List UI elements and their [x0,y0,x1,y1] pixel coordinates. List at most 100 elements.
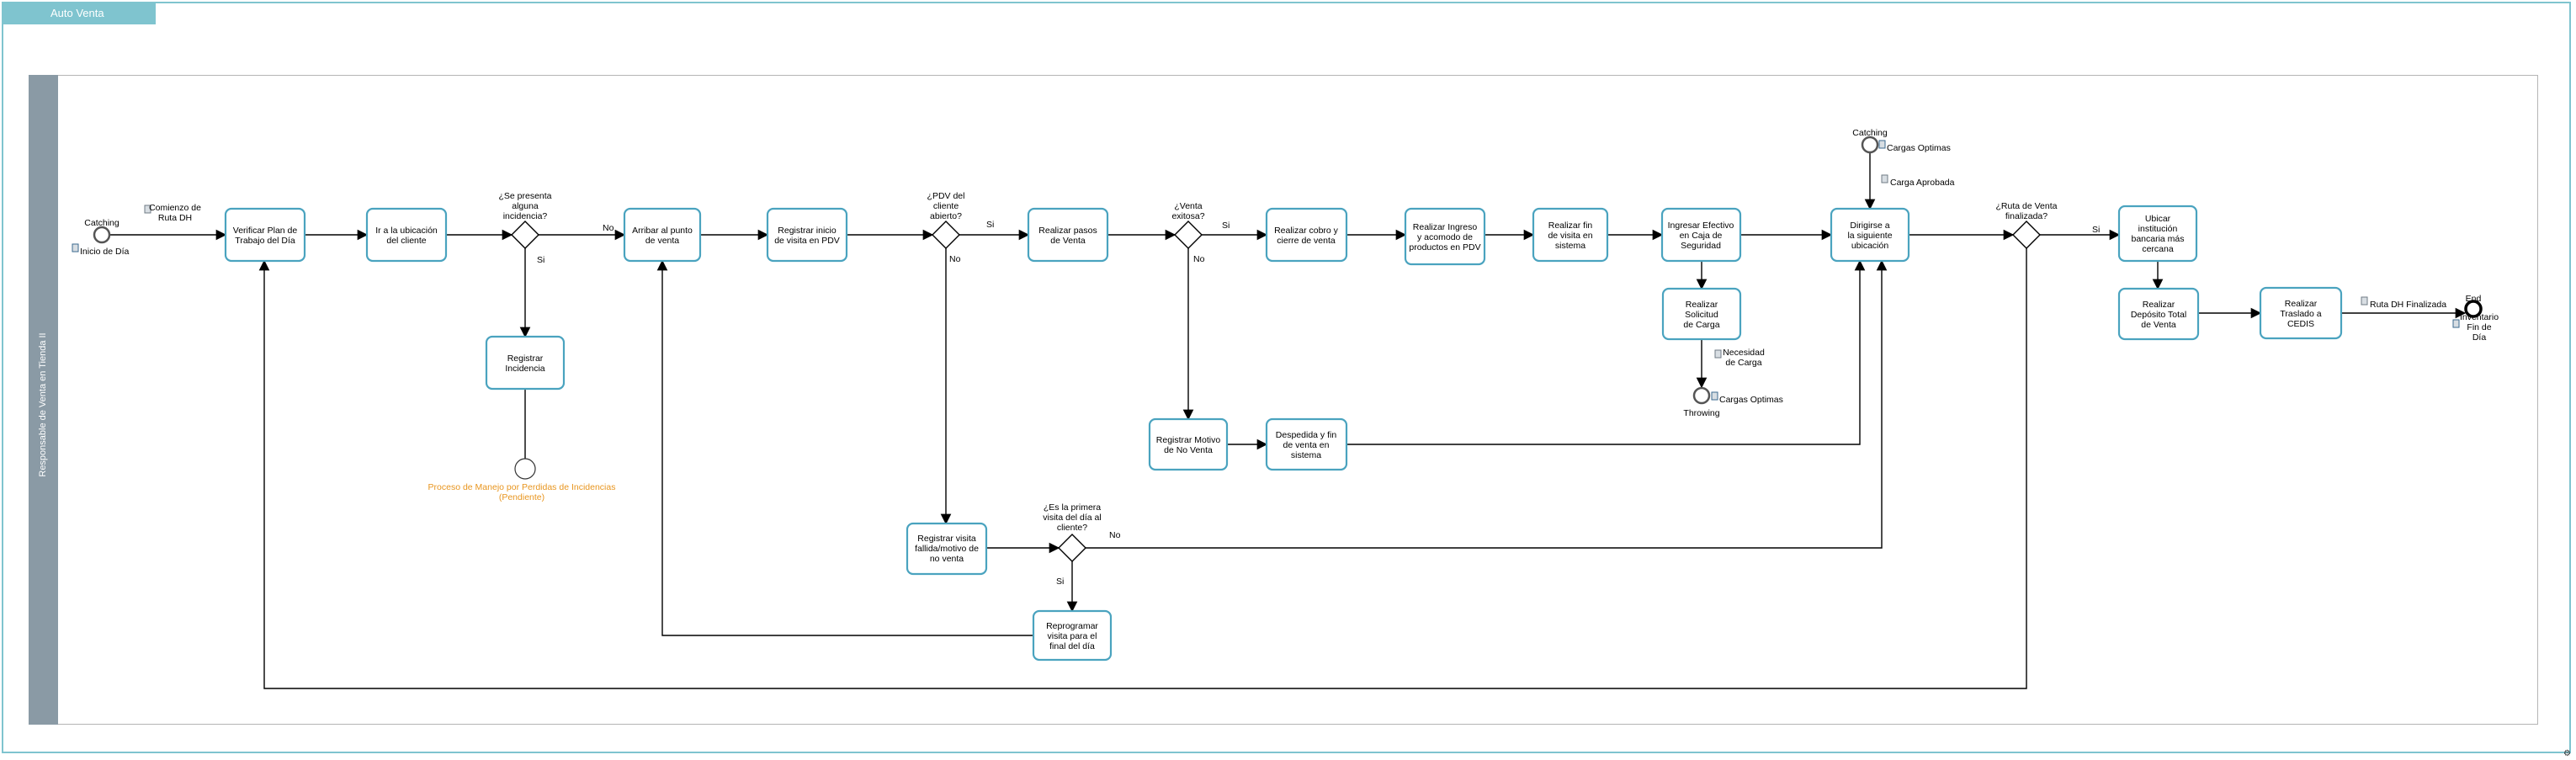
artifact-carga-aprobada: Carga Aprobada [1881,174,1955,188]
artifact-label: Cargas Optimas [1887,143,1951,153]
flow-label-si: Si [2092,225,2100,235]
artifact-cargas-optimas-bottom: Cargas Optimas [1711,391,1783,405]
flow-label-no: No [949,254,961,264]
start-event: Catching [84,218,120,244]
flow-label-si: Si [537,255,544,265]
flow-t10-to-t16 [1346,259,1866,445]
lane-header [29,75,58,725]
event-label: End [2466,294,2482,304]
artifact-inicio-dia: Inicio de Día [72,243,130,257]
flow-t7-to-t4 [656,259,1033,636]
pending-subprocess-event: Proceso de Manejo por Perdidas de Incide… [428,458,616,502]
data-object-icon [72,243,79,252]
artifact-label: Carga Aprobada [1890,178,1955,188]
data-object-icon [2452,319,2460,328]
document-icon [144,205,151,214]
artifact-label: Inicio de Día [80,247,130,257]
document-icon [1714,349,1722,359]
artifact-cargas-optimas-top: Cargas Optimas [1878,140,1951,153]
bizagi-mark-icon: ⚙ [2563,749,2571,758]
flow-g4-to-t16 [1086,259,1888,549]
pool-title-tab: Auto Venta [2,2,156,24]
flow-g5-to-t1 [258,248,2027,689]
event-label: Catching [84,218,120,228]
event-label: Throwing [1683,408,1719,418]
data-object-icon [1711,391,1718,401]
event-label: Catching [1852,128,1888,138]
flow-label-no: No [603,223,614,233]
document-icon [2361,296,2368,306]
flow-labels: No Si Si No Si No No Si Si [537,220,2100,587]
flow-label-si: Si [1222,221,1230,231]
data-object-icon [1878,140,1886,149]
flow-label-si: Si [986,220,994,230]
artifact-ruta-finalizada: Ruta DH Finalizada [2361,296,2446,310]
pending-subprocess-label: Proceso de Manejo por Perdidas de Incide… [428,482,616,502]
artifact-label: Ruta DH Finalizada [2370,300,2446,310]
flow-label-no: No [1193,254,1205,264]
end-event: End [2464,294,2483,318]
intermediate-throwing-event: Throwing [1683,386,1720,418]
flow-label-si: Si [1056,577,1064,587]
sequence-flows [109,153,2467,689]
document-icon [1881,174,1888,183]
artifact-label: Cargas Optimas [1719,395,1783,405]
intermediate-catching-event: Catching [1852,128,1888,154]
